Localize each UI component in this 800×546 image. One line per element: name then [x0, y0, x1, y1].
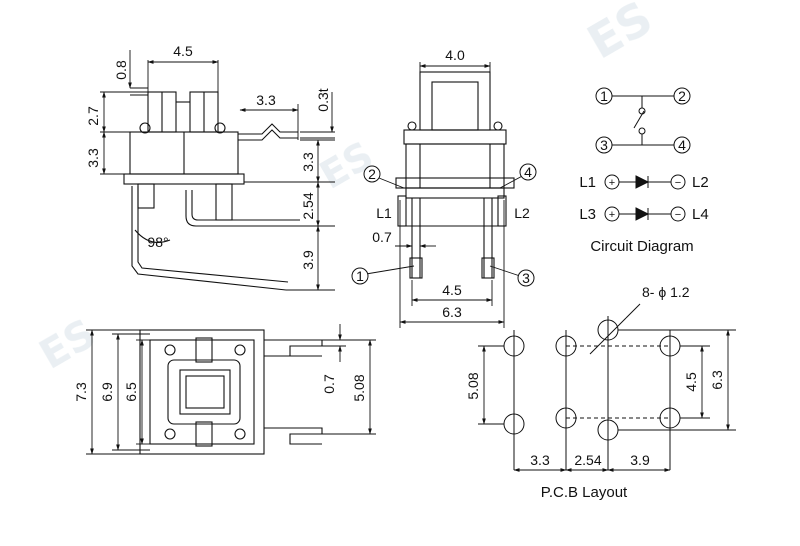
circuit-minus-2: −	[675, 209, 681, 221]
circuit-plus-1: +	[609, 177, 615, 189]
dim-pcb-right-v1: 4.5	[683, 372, 699, 392]
svg-text:ES: ES	[32, 311, 104, 379]
dim-side-head-height: 2.7	[85, 106, 101, 126]
pcb-layout	[503, 303, 681, 470]
circuit-pin-4: 4	[678, 137, 686, 153]
front-pin-2: 2	[368, 166, 376, 182]
front-lead-l1: L1	[376, 205, 392, 221]
circuit-pin-3: 3	[600, 137, 608, 153]
circuit-led1-right: L2	[692, 174, 709, 191]
dim-pcb-b3: 3.9	[630, 452, 650, 468]
dim-side-body-height: 3.3	[85, 148, 101, 168]
svg-text:ES: ES	[579, 0, 662, 70]
bottom-view-dims	[86, 324, 376, 455]
dim-side-top-width: 4.5	[173, 43, 193, 59]
circuit-plus-2: +	[609, 209, 615, 221]
dim-pcb-left-v: 5.08	[465, 372, 481, 399]
front-pin-4: 4	[524, 164, 532, 180]
dim-side-top-gap: 0.8	[113, 60, 129, 80]
dim-bottom-r1: 0.7	[321, 374, 337, 394]
dim-side-pitch: 2.54	[300, 192, 316, 219]
dim-side-lead-drop: 3.9	[300, 250, 316, 270]
circuit-diagram	[595, 87, 691, 222]
dim-side-right-body: 3.3	[300, 152, 316, 172]
side-view-dims	[100, 50, 335, 291]
dim-bottom-h1: 7.3	[73, 382, 89, 402]
dim-side-angle: 98°	[147, 234, 168, 250]
circuit-led1-left: L1	[579, 174, 596, 191]
circuit-title: Circuit Diagram	[590, 238, 693, 255]
circuit-minus-1: −	[675, 177, 681, 189]
dim-bottom-h3: 6.5	[123, 382, 139, 402]
front-view	[395, 71, 515, 279]
dim-pcb-b2: 2.54	[574, 452, 601, 468]
dim-front-inner-span: 4.5	[442, 282, 462, 298]
circuit-pin-1: 1	[600, 88, 608, 104]
side-view	[123, 91, 300, 291]
dim-front-top-width: 4.0	[445, 47, 465, 63]
pcb-hole-spec: 8- ϕ 1.2	[642, 284, 690, 300]
dim-bottom-h2: 6.9	[99, 382, 115, 402]
circuit-pin-2: 2	[678, 88, 686, 104]
front-pin-3: 3	[522, 270, 530, 286]
circuit-led2-right: L4	[692, 206, 709, 223]
front-pin-1: 1	[356, 268, 364, 284]
dim-side-lever-width: 3.3	[256, 92, 276, 108]
pcb-dims	[478, 329, 736, 472]
dim-pcb-right-v2: 6.3	[709, 370, 725, 390]
dim-side-thickness: 0.3t	[315, 88, 331, 111]
pcb-title: P.C.B Layout	[541, 484, 628, 501]
dim-bottom-r2: 5.08	[351, 374, 367, 401]
bottom-view	[139, 329, 323, 455]
watermark: ES ES ES	[32, 0, 661, 379]
circuit-led2-left: L3	[579, 206, 596, 223]
dim-pcb-b1: 3.3	[530, 452, 550, 468]
front-view-dims	[365, 62, 527, 328]
front-pin-markers	[351, 163, 537, 287]
front-lead-l2: L2	[514, 205, 530, 221]
dim-front-outer-span: 6.3	[442, 304, 462, 320]
dim-front-pin-width: 0.7	[372, 229, 392, 245]
